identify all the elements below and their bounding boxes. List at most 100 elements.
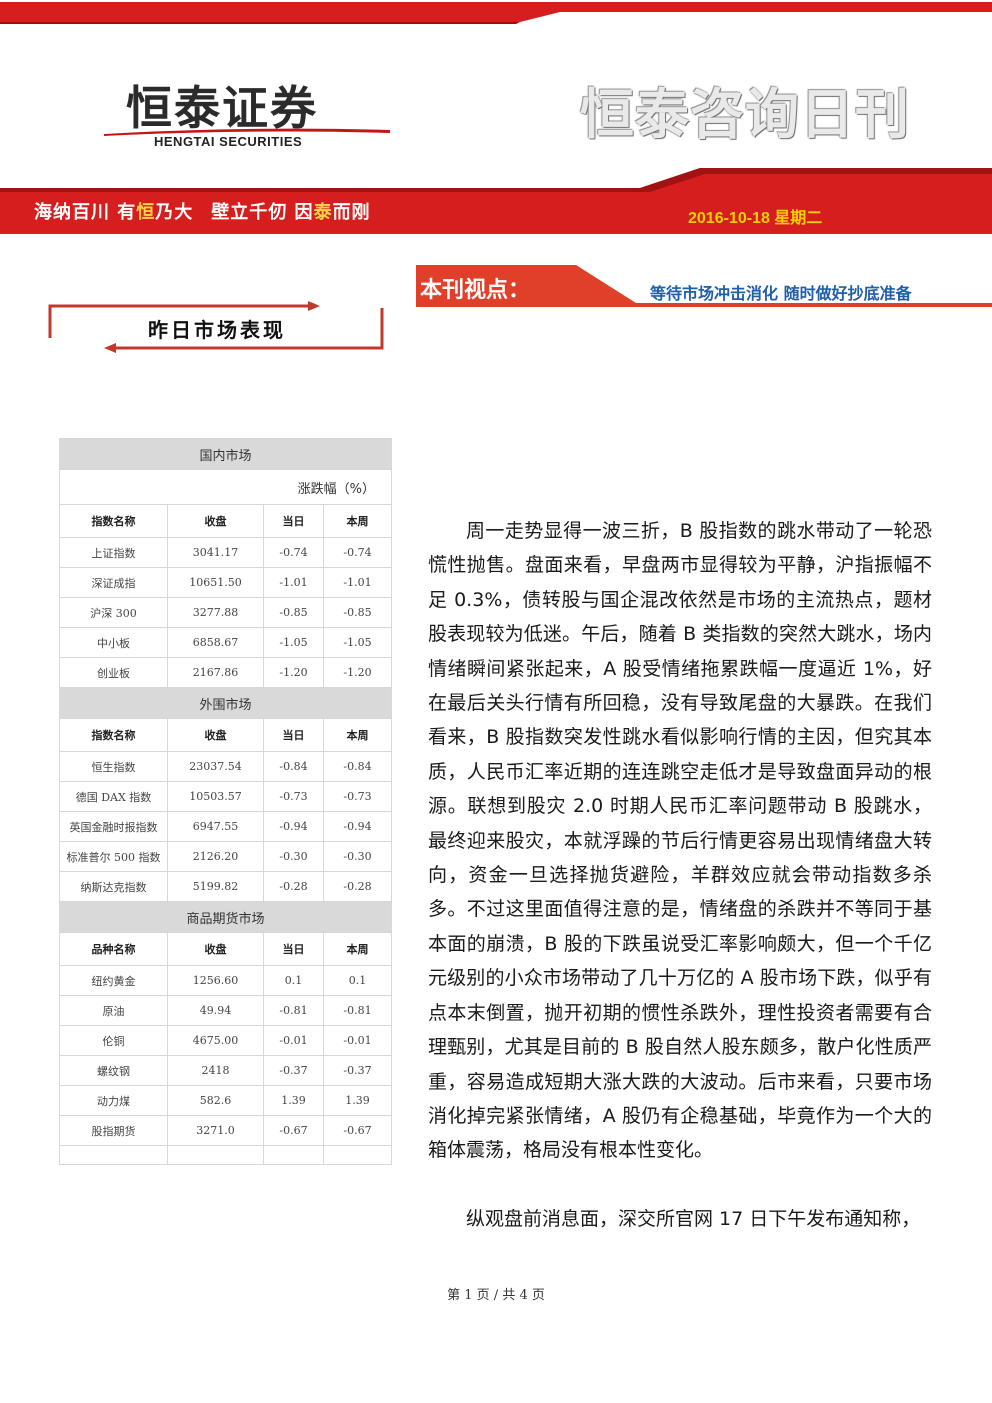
header-row: 品种名称 收盘 当日 本周 xyxy=(59,932,393,966)
slogan-part1-highlight: 恒 xyxy=(136,202,156,223)
article-paragraph: 周一走势显得一波三折，B 股指数的跳水带动了一轮恐慌性抛售。盘面来看，早盘两市显… xyxy=(428,520,932,1162)
daily-title: 恒泰咨询日刊 xyxy=(580,83,910,146)
red-banner xyxy=(0,168,992,234)
cell-close: 6858.67 xyxy=(167,627,264,658)
cell-close: 49.94 xyxy=(167,995,264,1026)
header-row: 指数名称 收盘 当日 本周 xyxy=(59,504,393,538)
cell-week: -0.28 xyxy=(322,871,393,902)
cell-day: -0.01 xyxy=(263,1025,324,1056)
section-title-overseas: 外围市场 xyxy=(58,687,393,719)
cell-close: 2418 xyxy=(167,1055,264,1086)
section-row-commodities: 商品期货市场 xyxy=(58,901,393,933)
cell-close: 4675.00 xyxy=(167,1025,264,1056)
cell-week: 0.1 xyxy=(322,965,393,996)
col-header: 收盘 xyxy=(167,504,264,538)
cell-name: 沪深 300 xyxy=(59,597,168,628)
col-header: 品种名称 xyxy=(59,932,168,966)
cell-close: 3041.17 xyxy=(167,537,264,568)
col-header: 当日 xyxy=(263,718,324,752)
cell-close: 2126.20 xyxy=(167,841,264,872)
cell-close: 1256.60 xyxy=(167,965,264,996)
cell-week: 1.39 xyxy=(322,1085,393,1116)
header-row: 指数名称 收盘 当日 本周 xyxy=(59,718,393,752)
cell-name: 英国金融时报指数 xyxy=(59,811,168,842)
col-header: 指数名称 xyxy=(59,718,168,752)
cell-week: -0.37 xyxy=(322,1055,393,1086)
logo-en-text: HENGTAI SECURITIES xyxy=(154,134,303,149)
slogan-part1-a: 海纳百川 有 xyxy=(34,202,137,223)
cell-close: 5199.82 xyxy=(167,871,264,902)
cell-close: 23037.54 xyxy=(167,751,264,782)
cell-week: -0.81 xyxy=(322,995,393,1026)
section-row-overseas: 外围市场 xyxy=(58,687,393,719)
cell-close: 582.6 xyxy=(167,1085,264,1116)
cell-close: 10651.50 xyxy=(167,567,264,598)
cell-name: 中小板 xyxy=(59,627,168,658)
cell-day: -0.94 xyxy=(263,811,324,842)
cell-day: -0.37 xyxy=(263,1055,324,1086)
cell-day: -0.74 xyxy=(263,537,324,568)
col-header: 收盘 xyxy=(167,932,264,966)
cell-week: -0.01 xyxy=(322,1025,393,1056)
cell-name: 创业板 xyxy=(59,657,168,688)
viewpoint-label: 本刊视点： xyxy=(420,278,531,303)
col-header: 收盘 xyxy=(167,718,264,752)
section-title-domestic: 国内市场 xyxy=(58,438,393,470)
unit-label: 涨跌幅（%） xyxy=(58,469,393,505)
cell-week: -0.30 xyxy=(322,841,393,872)
cell-name: 标准普尔 500 指数 xyxy=(59,841,168,872)
cell-day: -0.73 xyxy=(263,781,324,812)
article-paragraph: 纵观盘前消息面，深交所官网 17 日下午发布通知称， xyxy=(466,1207,921,1230)
cell-day: 0.1 xyxy=(263,965,324,996)
cell-close: 10503.57 xyxy=(167,781,264,812)
cell-day: -1.01 xyxy=(263,567,324,598)
table-row-empty xyxy=(59,1145,393,1165)
cell-name: 上证指数 xyxy=(59,537,168,568)
hengtai-securities-logo: 恒泰证券 HENGTAI SECURITIES xyxy=(104,72,394,162)
viewpoint-bar xyxy=(416,265,992,307)
cell-close: 2167.86 xyxy=(167,657,264,688)
unit-row: 涨跌幅（%） xyxy=(58,469,393,505)
cell-day: -0.84 xyxy=(263,751,324,782)
section-frame xyxy=(48,301,384,353)
cell-name: 股指期货 xyxy=(59,1115,168,1146)
cell-name: 纳斯达克指数 xyxy=(59,871,168,902)
cell-name: 伦铜 xyxy=(59,1025,168,1056)
article-body: 周一走势显得一波三折，B 股指数的跳水带动了一轮恐慌性抛售。盘面来看，早盘两市显… xyxy=(428,514,932,1236)
issue-date: 2016-10-18 星期二 xyxy=(688,210,823,227)
cell-day: -0.30 xyxy=(263,841,324,872)
cell-name: 深证成指 xyxy=(59,567,168,598)
cell-day: -0.28 xyxy=(263,871,324,902)
cell-week: -1.20 xyxy=(322,657,393,688)
col-header: 本周 xyxy=(322,718,393,752)
logo-cn-text: 恒泰证券 xyxy=(126,81,318,135)
viewpoint-headline: 等待市场冲击消化 随时做好抄底准备 xyxy=(650,284,912,303)
col-header: 指数名称 xyxy=(59,504,168,538)
cell-name: 德国 DAX 指数 xyxy=(59,781,168,812)
cell-name: 恒生指数 xyxy=(59,751,168,782)
col-header: 本周 xyxy=(322,504,393,538)
page-number: 第 1 页 / 共 4 页 xyxy=(447,1288,545,1303)
slogan-part2-b: 而刚 xyxy=(332,202,371,223)
col-header: 当日 xyxy=(263,504,324,538)
cell-week: -0.94 xyxy=(322,811,393,842)
cell-day: 1.39 xyxy=(263,1085,324,1116)
cell-week: -0.84 xyxy=(322,751,393,782)
cell-day: -0.85 xyxy=(263,597,324,628)
cell-close: 3277.88 xyxy=(167,597,264,628)
cell-week: -1.01 xyxy=(322,567,393,598)
cell-name: 纽约黄金 xyxy=(59,965,168,996)
